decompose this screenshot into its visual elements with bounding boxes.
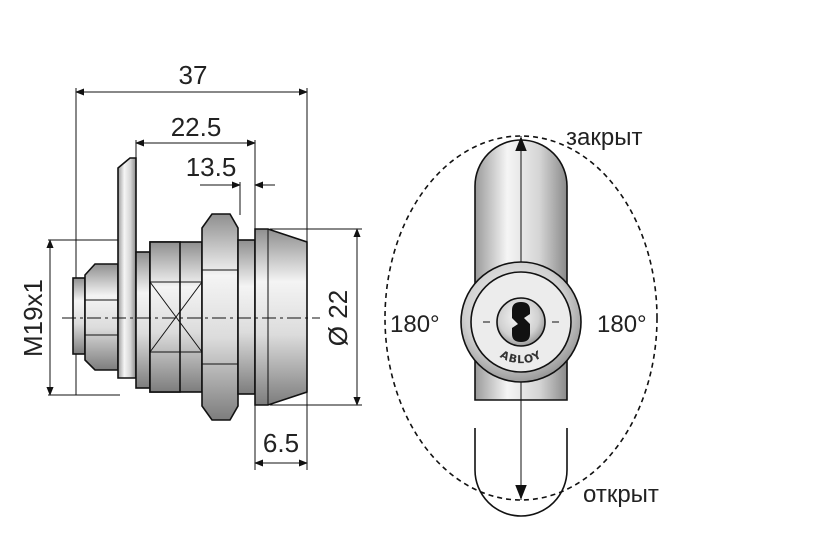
open-label: открыт [583,481,659,508]
cam-open-position [474,428,568,517]
cam-plate [117,157,137,379]
rotation-path [384,135,658,501]
dim-flange-thickness: 6.5 [263,428,299,458]
hex-nut [201,213,239,421]
dim-offset: 13.5 [186,152,237,182]
dim-length-to-flange: 22.5 [171,112,222,142]
washer [135,251,151,389]
right-angle-label: 180° [597,311,647,338]
dim-overall-length: 37 [179,60,208,90]
screw-nut [84,263,119,371]
dim-thread: M19x1 [18,279,48,357]
side-view: 37 22.5 13.5 M19x1 Ø 22 6.5 [18,60,362,470]
spacer [237,239,256,395]
front-flange [254,228,308,406]
keyway-icon [512,302,530,342]
closed-label: закрыт [566,124,642,151]
dim-flange-diameter: Ø 22 [323,290,353,346]
shaft-tip [72,277,86,355]
brand-label: ABLOY [498,348,544,366]
front-view: ABLOY закрыт открыт 180° 180° [384,124,659,517]
left-angle-label: 180° [390,311,440,338]
